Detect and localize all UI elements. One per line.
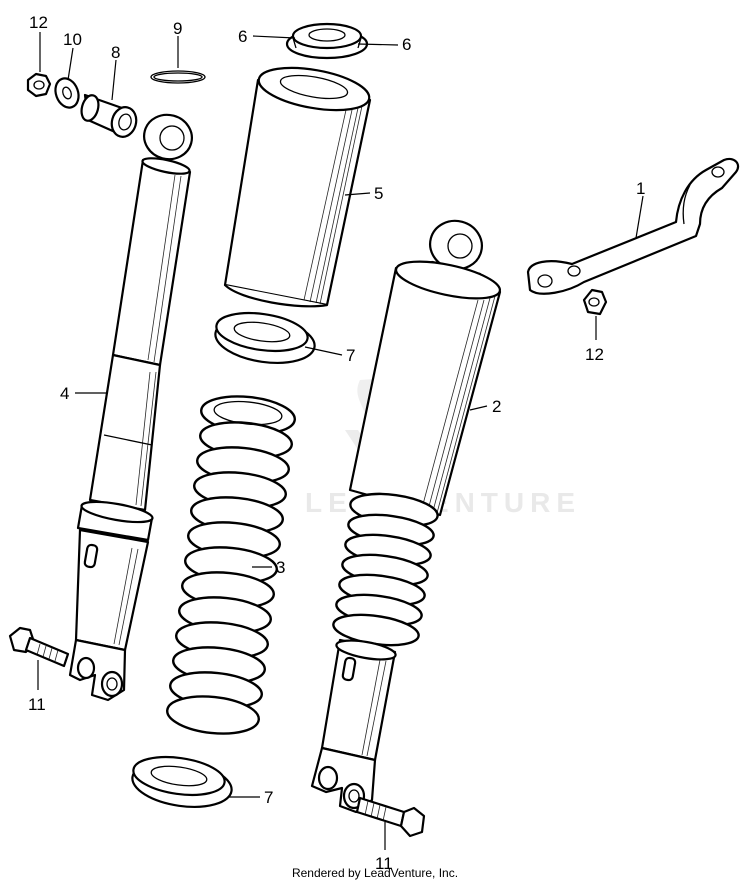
part-2-shock-right <box>310 219 502 814</box>
part-3-spring <box>166 395 296 735</box>
part-4-damper-left <box>68 113 193 702</box>
callout-7-lower: 7 <box>264 788 273 807</box>
part-7-seat-upper <box>214 311 316 364</box>
callout-4: 4 <box>60 384 69 403</box>
callout-2: 2 <box>492 397 501 416</box>
callout-9: 9 <box>173 19 182 38</box>
callout-8: 8 <box>111 43 120 62</box>
part-8-bushing <box>80 93 138 138</box>
callout-6-left: 6 <box>238 27 247 46</box>
callout-12-top: 12 <box>29 13 48 32</box>
callouts: 1 2 3 4 5 6 6 7 7 8 9 10 11 11 12 12 <box>28 13 645 873</box>
part-12-nut-top <box>26 72 52 98</box>
footer-credit: Rendered by LeadVenture, Inc. <box>291 866 459 880</box>
part-10-washer <box>54 77 80 109</box>
callout-10: 10 <box>63 30 82 49</box>
callout-11-left: 11 <box>28 695 46 714</box>
callout-3: 3 <box>276 558 285 577</box>
part-7-seat-lower <box>131 755 233 808</box>
part-11-bolt-left <box>8 626 70 668</box>
part-1-bracket <box>526 157 740 295</box>
callout-1: 1 <box>636 179 645 198</box>
part-6-seat-top <box>285 22 369 60</box>
part-5-cover <box>223 66 372 308</box>
callout-6-right: 6 <box>402 35 411 54</box>
part-11-bolt-right <box>355 796 426 838</box>
callout-12-right: 12 <box>585 345 604 364</box>
callout-5: 5 <box>374 184 383 203</box>
callout-7-upper: 7 <box>346 346 355 365</box>
part-12-nut-right <box>582 288 608 316</box>
leader-lines <box>37 32 644 850</box>
part-9-oring <box>150 70 206 84</box>
callout-11-right: 11 <box>375 854 393 873</box>
